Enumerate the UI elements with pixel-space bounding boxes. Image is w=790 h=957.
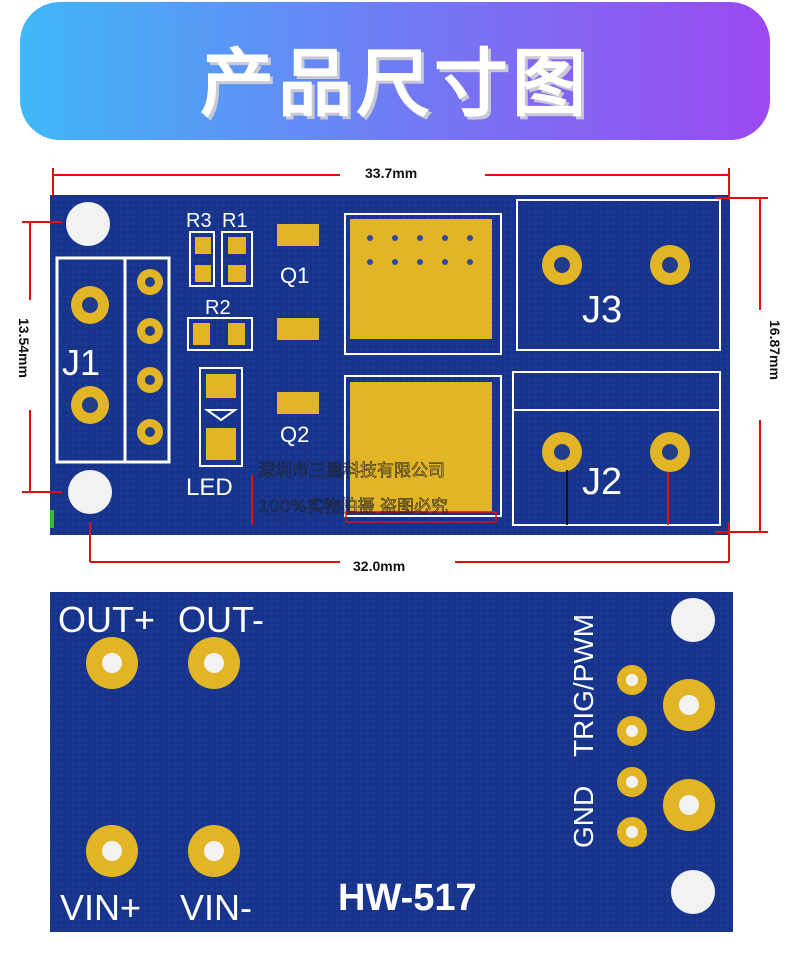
back-pin-header <box>617 665 647 847</box>
silk-r1: R1 <box>222 210 248 232</box>
dim-top <box>52 168 730 200</box>
r2-pad-b <box>228 323 245 345</box>
mosfet-pad-lower <box>350 382 492 512</box>
back-mount-hole-top <box>671 598 715 642</box>
mount-hole-top-left <box>66 202 110 246</box>
dim-right <box>715 197 768 533</box>
silk-gnd: GND <box>568 786 599 848</box>
silk-vin-minus: VIN- <box>180 887 252 928</box>
dim-bottom <box>89 522 730 563</box>
silk-model: HW-517 <box>338 877 477 919</box>
silk-out-minus: OUT- <box>178 599 264 640</box>
silk-j2: J2 <box>582 461 622 503</box>
silk-vin-plus: VIN+ <box>60 887 141 928</box>
watermark-line2: 100%实物拍摄 盗图必究 <box>258 497 448 517</box>
silk-q2: Q2 <box>280 422 309 447</box>
silk-j1: J1 <box>62 342 100 383</box>
silk-r2: R2 <box>205 297 231 319</box>
silk-led: LED <box>186 474 233 501</box>
q1-pad <box>277 224 319 246</box>
dim-left <box>22 221 62 493</box>
dim-right-label: 16.87mm <box>767 320 783 380</box>
mount-hole-bottom-left <box>68 470 112 514</box>
j3-outline <box>516 199 721 351</box>
r1-pad-a <box>228 237 246 254</box>
dim-top-label: 33.7mm <box>365 165 417 181</box>
silk-trig-pwm: TRIG/PWM <box>568 614 599 757</box>
dim-bottom-label: 32.0mm <box>353 558 405 574</box>
back-pcb <box>50 592 733 932</box>
watermark-line1: 深圳市三凰科技有限公司 <box>258 461 445 481</box>
r2-pad-a <box>193 323 210 345</box>
led-pad-a <box>206 374 236 398</box>
back-mount-hole-bottom <box>671 870 715 914</box>
led-pad-b <box>206 428 236 460</box>
r1-pad-b <box>228 265 246 282</box>
r3-pad-b <box>195 265 211 282</box>
r3-pad-a <box>195 237 211 254</box>
j1-pin-header <box>137 269 163 445</box>
silk-j3: J3 <box>582 289 622 331</box>
q2-pad <box>277 392 319 414</box>
title-banner: 产品尺寸图 <box>20 2 770 140</box>
j1-outline <box>55 256 171 464</box>
q-mid-pad <box>277 318 319 340</box>
silk-r3: R3 <box>186 210 212 232</box>
banner-title: 产品尺寸图 <box>200 41 590 127</box>
silk-out-plus: OUT+ <box>58 599 155 640</box>
led-outline <box>199 367 243 467</box>
silk-q1: Q1 <box>280 263 309 288</box>
dim-left-label: 13.54mm <box>16 318 32 378</box>
